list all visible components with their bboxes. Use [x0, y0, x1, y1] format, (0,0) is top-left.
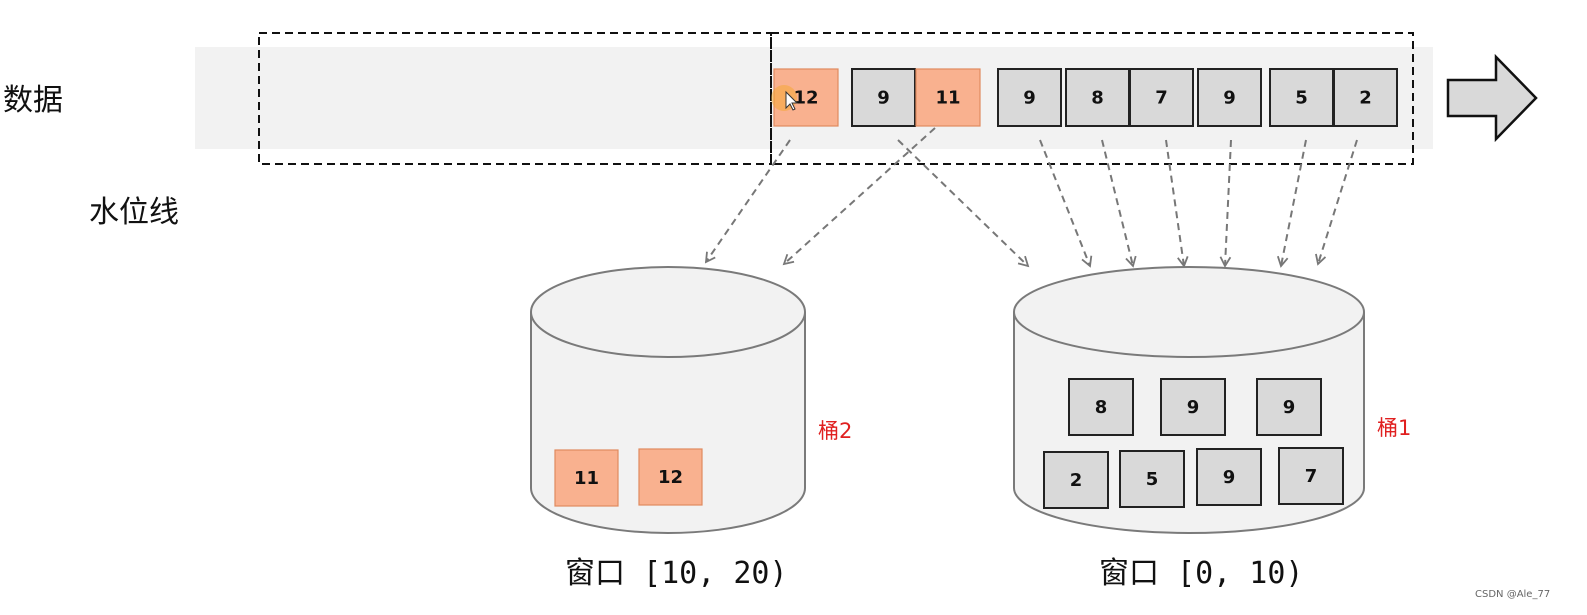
- stream-item-7-value: 5: [1295, 88, 1308, 109]
- bucket1-item-2-rect: [1256, 378, 1322, 436]
- bucket2-label: 桶2: [818, 419, 852, 443]
- arrow-2-to-bucket1: [1315, 139, 1358, 266]
- bucket1-item-3: 2: [1043, 451, 1109, 509]
- bucket1-item-0-rect: [1068, 378, 1134, 436]
- bucket1-label: 桶1: [1377, 416, 1411, 440]
- stream-item-1-rect: [851, 68, 916, 127]
- window2-caption: 窗口 [10, 20): [565, 556, 788, 591]
- cursor-pointer-icon: [771, 85, 799, 111]
- bucket1-item-2: 9: [1256, 378, 1322, 436]
- flow-direction-arrow-icon: [1446, 53, 1538, 143]
- bucket1-item-3-rect: [1043, 451, 1109, 509]
- stream-item-3-rect: [997, 68, 1062, 127]
- bucket1-item-6: 7: [1278, 447, 1344, 505]
- bucket1-item-1: 9: [1160, 378, 1226, 436]
- bucket2-item-0-value: 11: [574, 468, 599, 489]
- stream-item-0: 12: [773, 68, 839, 127]
- bucket1-item-1-rect: [1160, 378, 1226, 436]
- bucket1-item-0: 8: [1068, 378, 1134, 436]
- stream-item-3-value: 9: [1023, 88, 1036, 109]
- stream-item-6: 9: [1197, 68, 1262, 127]
- bucket1-item-4-rect: [1119, 450, 1185, 508]
- stream-item-3: 9: [997, 68, 1062, 127]
- bucket1-item-6-rect: [1278, 447, 1344, 505]
- arrow-12-to-bucket2: [704, 139, 791, 264]
- stream-item-5-value: 7: [1155, 88, 1168, 109]
- stream-item-1-value: 9: [877, 88, 890, 109]
- arrow-9b-to-bucket1: [1039, 139, 1093, 268]
- bucket1-item-4-value: 5: [1146, 469, 1159, 490]
- stream-item-4: 8: [1065, 68, 1130, 127]
- bucket1-item-2-value: 9: [1283, 397, 1296, 418]
- stream-item-6-value: 9: [1223, 88, 1236, 109]
- window1-caption: 窗口 [0, 10): [1099, 556, 1304, 591]
- stream-item-8: 2: [1333, 68, 1398, 127]
- stream-items: 12 9 11 9 8 7 9 5 2: [773, 68, 1398, 127]
- arrow-5-to-bucket1: [1276, 139, 1307, 268]
- stream-item-0-value: 12: [793, 88, 818, 109]
- stream-item-2-rect: [915, 68, 981, 127]
- mapping-arrows: [704, 127, 1358, 268]
- window-frame-left: [258, 32, 772, 165]
- stream-item-8-value: 2: [1359, 88, 1372, 109]
- arrow-9c-to-bucket1: [1219, 139, 1232, 268]
- bucket2-item-1-value: 12: [658, 467, 683, 488]
- credit-watermark: CSDN @Ale_77: [1475, 589, 1550, 600]
- bucket2-item-1-rect: [638, 448, 703, 506]
- bucket2-item-0: 11: [554, 449, 619, 507]
- bucket1-item-6-value: 7: [1305, 466, 1318, 487]
- data-label: 数据: [3, 83, 63, 118]
- stream-item-7-rect: [1269, 68, 1334, 127]
- stream-item-2: 11: [915, 68, 981, 127]
- arrow-7-to-bucket1: [1165, 139, 1189, 268]
- bucket1-item-5: 9: [1196, 448, 1262, 506]
- bucket1-item-5-rect: [1196, 448, 1262, 506]
- window-frame-right: [770, 32, 1414, 165]
- bucket1-item-3-value: 2: [1070, 470, 1083, 491]
- stream-item-8-rect: [1333, 68, 1398, 127]
- stream-item-5: 7: [1129, 68, 1194, 127]
- watermark-label: 水位线: [89, 195, 179, 230]
- bucket1-item-0-value: 8: [1095, 397, 1108, 418]
- stream-item-0-rect: [773, 68, 839, 127]
- stream-item-5-rect: [1129, 68, 1194, 127]
- stream-item-6-rect: [1197, 68, 1262, 127]
- arrow-8-to-bucket1: [1101, 139, 1137, 268]
- stream-item-4-value: 8: [1091, 88, 1104, 109]
- bucket1-item-4: 5: [1119, 450, 1185, 508]
- bucket2-item-0-rect: [554, 449, 619, 507]
- bucket2-items: 11 12: [554, 448, 703, 507]
- arrow-9-to-bucket1: [897, 139, 1030, 268]
- bucket1-item-1-value: 9: [1187, 397, 1200, 418]
- stream-item-4-rect: [1065, 68, 1130, 127]
- arrow-11-to-bucket2: [782, 127, 936, 266]
- bucket1-items: 8 9 9 2 5 9 7: [1043, 378, 1344, 509]
- stream-item-2-value: 11: [935, 88, 960, 109]
- bucket2-item-1: 12: [638, 448, 703, 506]
- stream-item-7: 5: [1269, 68, 1334, 127]
- stream-item-1: 9: [851, 68, 916, 127]
- bucket1-item-5-value: 9: [1223, 467, 1236, 488]
